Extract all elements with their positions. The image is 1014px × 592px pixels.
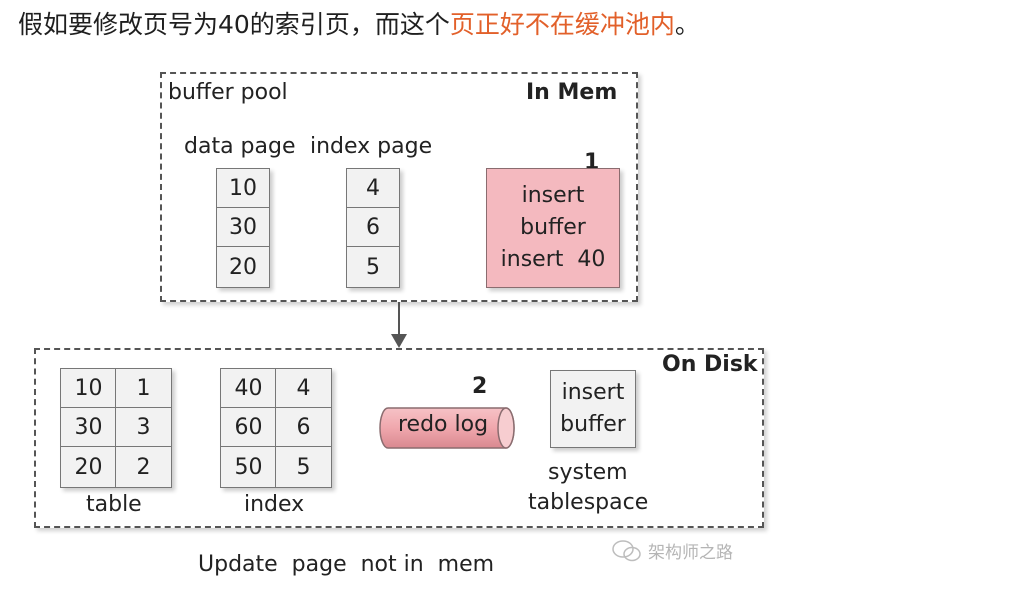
data-page-cell: 30: [216, 207, 270, 248]
index-page-cell: 5: [346, 246, 400, 288]
table-label: table: [86, 492, 142, 517]
table-cell: 10: [60, 368, 117, 409]
system-insert-buffer-box: insert buffer: [550, 370, 636, 448]
table-cell: 1: [115, 368, 172, 409]
index-page-cell: 6: [346, 207, 400, 248]
redo-log-label: redo log: [398, 412, 489, 437]
watermark: 架构师之路: [612, 538, 733, 563]
index-cell: 50: [220, 446, 277, 488]
insert-buffer-line: buffer: [520, 215, 586, 240]
watermark-text: 架构师之路: [648, 543, 733, 563]
system-tablespace-label-1: system: [548, 460, 628, 485]
page-heading: 假如要修改页号为40的索引页，而这个页正好不在缓冲池内。: [18, 8, 700, 42]
system-tablespace-label-2: tablespace: [528, 490, 649, 515]
buffer-pool-region: [160, 72, 638, 302]
index-page-cell: 4: [346, 168, 400, 209]
down-arrow-icon: [391, 302, 407, 348]
index-cell: 6: [275, 407, 332, 448]
table-cell: 30: [60, 407, 117, 448]
heading-text: 假如要修改页号为40的索引页，而这个: [18, 10, 450, 39]
insert-buffer-line: insert 40: [500, 247, 606, 272]
heading-end: 。: [674, 10, 700, 39]
table-cell: 2: [115, 446, 172, 488]
in-mem-tag: In Mem: [526, 80, 618, 105]
index-page-label: index page: [310, 134, 433, 159]
diagram-background: [34, 70, 774, 580]
on-disk-tag: On Disk: [662, 352, 758, 377]
index-cell: 40: [220, 368, 277, 409]
data-page-label: data page: [184, 134, 296, 159]
step-2-number: 2: [472, 374, 488, 399]
index-label: index: [244, 492, 305, 517]
insert-buffer-mem-box: insert buffer insert 40: [486, 168, 620, 288]
table-cell: 20: [60, 446, 117, 488]
table-cell: 3: [115, 407, 172, 448]
heading-highlight: 页正好不在缓冲池内: [449, 10, 675, 39]
insert-buffer-line: insert: [521, 183, 585, 208]
wechat-icon: [612, 539, 641, 561]
index-cell: 4: [275, 368, 332, 409]
index-cell: 5: [275, 446, 332, 488]
on-disk-region: [34, 348, 764, 528]
data-page-cell: 20: [216, 246, 270, 288]
system-box-line: insert: [561, 380, 625, 405]
buffer-pool-title: buffer pool: [168, 80, 288, 105]
data-page-cell: 10: [216, 168, 270, 209]
diagram-caption: Update page not in mem: [198, 552, 495, 577]
index-cell: 60: [220, 407, 277, 448]
system-box-line: buffer: [560, 412, 626, 437]
redo-log-cylinder-icon: [379, 407, 515, 449]
